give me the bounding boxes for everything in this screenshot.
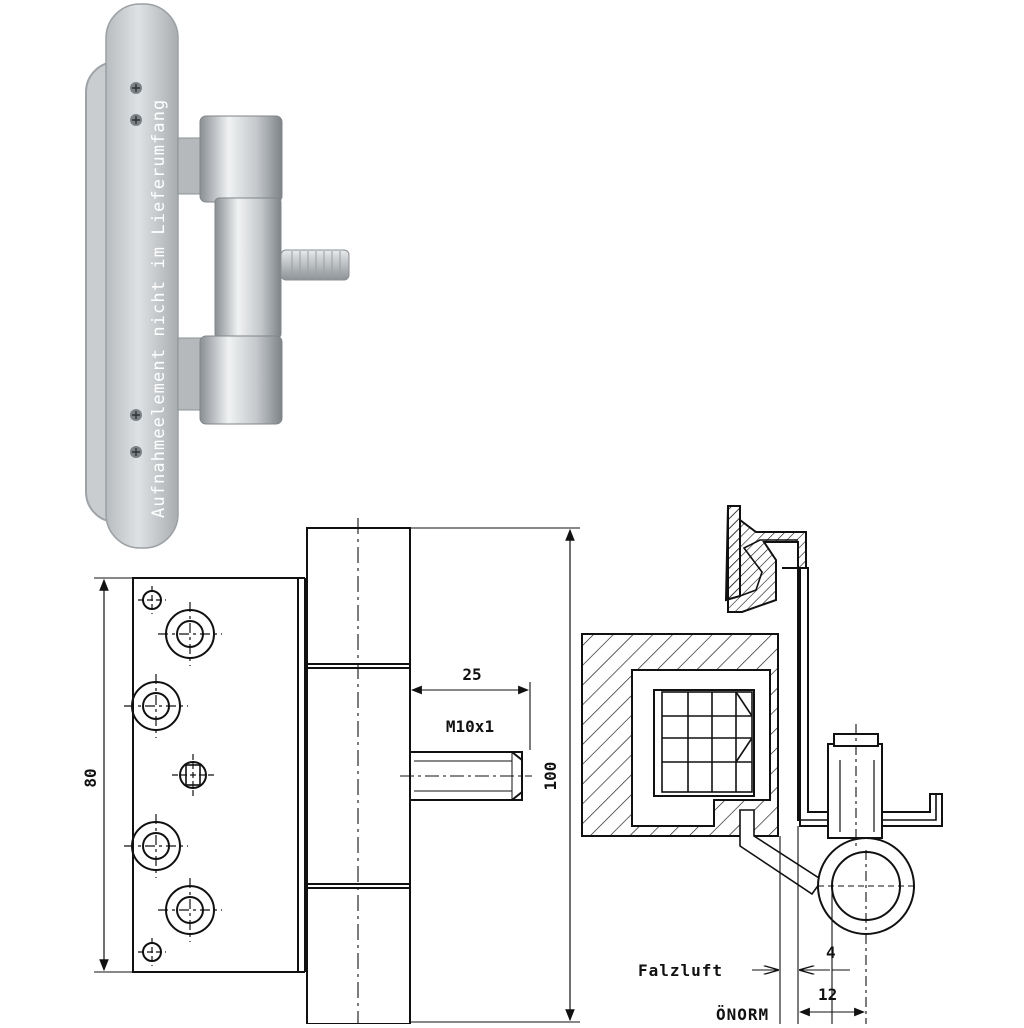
dim-pin-length-label: 25	[462, 665, 481, 684]
section-view	[581, 505, 943, 935]
hinge-photo: Aufnahmeelement nicht im Lieferumfang	[85, 3, 350, 549]
threaded-pin	[280, 249, 350, 281]
side-view	[306, 527, 523, 1025]
adjustment-hole-icon	[172, 754, 214, 796]
side-view-centerlines	[357, 518, 580, 1024]
top-knuckle	[199, 115, 283, 203]
front-plate	[105, 3, 179, 549]
countersunk-hole-icon	[124, 602, 222, 942]
screw-icon	[130, 82, 142, 458]
falzluft-label: Falzluft	[638, 961, 723, 980]
photo-caption: Aufnahmeelement nicht im Lieferumfang	[149, 99, 169, 518]
onorm-label: ÖNORM	[716, 1005, 769, 1024]
dim-falzluft-label: 4	[826, 943, 836, 962]
dim-onorm-label: 12	[818, 985, 837, 1004]
small-hole-icon	[138, 586, 166, 966]
front-view	[94, 577, 306, 973]
dim-total-height-label: 100	[541, 762, 560, 791]
dim-height-label: 80	[81, 768, 100, 787]
thread-label: M10x1	[446, 717, 494, 736]
bolt-section	[827, 743, 883, 839]
section-view-annotations	[752, 724, 914, 1024]
plate-outline	[132, 577, 299, 973]
bottom-knuckle	[199, 335, 283, 425]
middle-knuckle	[214, 197, 282, 339]
